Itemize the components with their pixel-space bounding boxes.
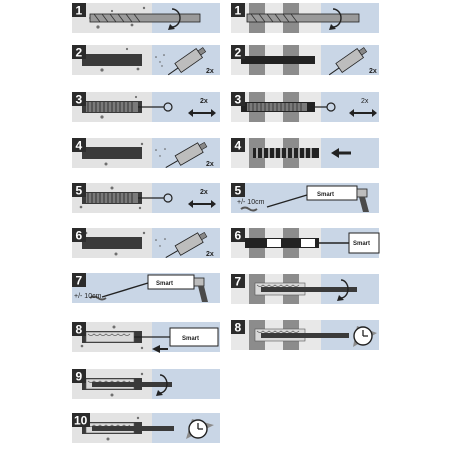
- step-number: 10: [74, 414, 88, 428]
- repeat-count: 2x: [369, 68, 377, 75]
- step-panel: 2x 3: [72, 92, 220, 122]
- step-panel: 2x 3: [231, 92, 379, 122]
- step-number: 5: [76, 184, 83, 198]
- resin-fill: [267, 239, 281, 247]
- brand-label: Smart: [182, 336, 199, 342]
- blow-pump-icon: [165, 141, 208, 168]
- cartridge-gun-icon: [266, 185, 369, 212]
- left-arrow-icon: [331, 148, 351, 158]
- step-number: 4: [235, 139, 242, 153]
- double-arrow-icon: [349, 109, 377, 117]
- step-panel: Smart +/- 10cm 5: [231, 183, 379, 213]
- step-number: 6: [235, 229, 242, 243]
- step-number: 2: [235, 46, 242, 60]
- blow-pump-icon: [165, 231, 208, 258]
- threaded-rod: [92, 382, 172, 387]
- cartridge-gun-icon: [101, 274, 208, 302]
- step-panel: 9: [72, 369, 220, 399]
- double-arrow-icon: [188, 200, 216, 208]
- step-number: 6: [76, 229, 83, 243]
- repeat-count: 2x: [200, 98, 208, 105]
- threaded-rod: [261, 287, 357, 292]
- mesh-sleeve: [253, 148, 319, 158]
- step-panel: 2x 2: [72, 45, 220, 76]
- drill-bit-icon: [246, 13, 360, 23]
- double-arrow-icon: [188, 109, 216, 117]
- discard-note: +/- 10cm: [237, 199, 265, 206]
- step-number: 1: [235, 4, 242, 18]
- step-number: 7: [235, 275, 242, 289]
- step-number: 8: [235, 321, 242, 335]
- step-number: 3: [235, 93, 242, 107]
- step-number: 8: [76, 323, 83, 337]
- left-arrow-icon: [152, 345, 168, 353]
- drilled-hole: [82, 54, 142, 66]
- step-number: 3: [76, 93, 83, 107]
- discarded-bead: [89, 295, 107, 301]
- repeat-count: 2x: [206, 68, 214, 75]
- step-panel: 10: [72, 413, 220, 443]
- step-panel: Smart +/- 10cm 7: [72, 273, 220, 303]
- step-number: 9: [76, 370, 83, 384]
- rotation-arrow-icon: [171, 8, 181, 28]
- discard-note: +/- 10cm: [74, 293, 102, 300]
- step-panel: 2x 5: [72, 183, 220, 213]
- repeat-count: 2x: [200, 189, 208, 196]
- cartridge-gun-icon: [169, 327, 219, 347]
- step-number: 1: [76, 4, 83, 18]
- step-panel: 2x 2: [231, 45, 379, 76]
- step-panel: 4: [231, 138, 379, 168]
- discarded-bead: [240, 206, 258, 212]
- clock-icon: [186, 419, 214, 439]
- step-panel: 7: [231, 274, 379, 304]
- step-panel: 2x 6: [72, 228, 220, 258]
- step-number: 5: [235, 184, 242, 198]
- repeat-count: 2x: [206, 161, 214, 168]
- resin-fill: [85, 331, 135, 343]
- brand-label: Smart: [156, 281, 173, 287]
- step-number: 7: [76, 274, 83, 288]
- repeat-count: 2x: [361, 98, 369, 105]
- step-panel: 1: [72, 3, 220, 33]
- blow-pump-icon: [328, 47, 368, 76]
- blow-pump-icon: [167, 47, 207, 76]
- brand-label: Smart: [317, 192, 334, 198]
- rotation-arrow-icon: [159, 374, 168, 394]
- step-panel: 1: [231, 3, 379, 33]
- repeat-count: 2x: [206, 251, 214, 258]
- step-panel: Smart 8: [72, 322, 220, 353]
- brand-label: Smart: [353, 241, 370, 247]
- step-panel: 2x 4: [72, 138, 220, 168]
- step-number: 2: [76, 46, 83, 60]
- cartridge-gun-icon: [348, 232, 380, 254]
- step-panel: 8: [231, 320, 379, 350]
- drill-bit-icon: [89, 13, 201, 23]
- rotation-arrow-icon: [340, 279, 349, 299]
- step-number-tab: [72, 3, 86, 17]
- step-panel: Smart 6: [231, 228, 380, 258]
- clock-icon: [353, 326, 377, 347]
- step-number: 4: [76, 139, 83, 153]
- rotation-arrow-icon: [332, 8, 342, 28]
